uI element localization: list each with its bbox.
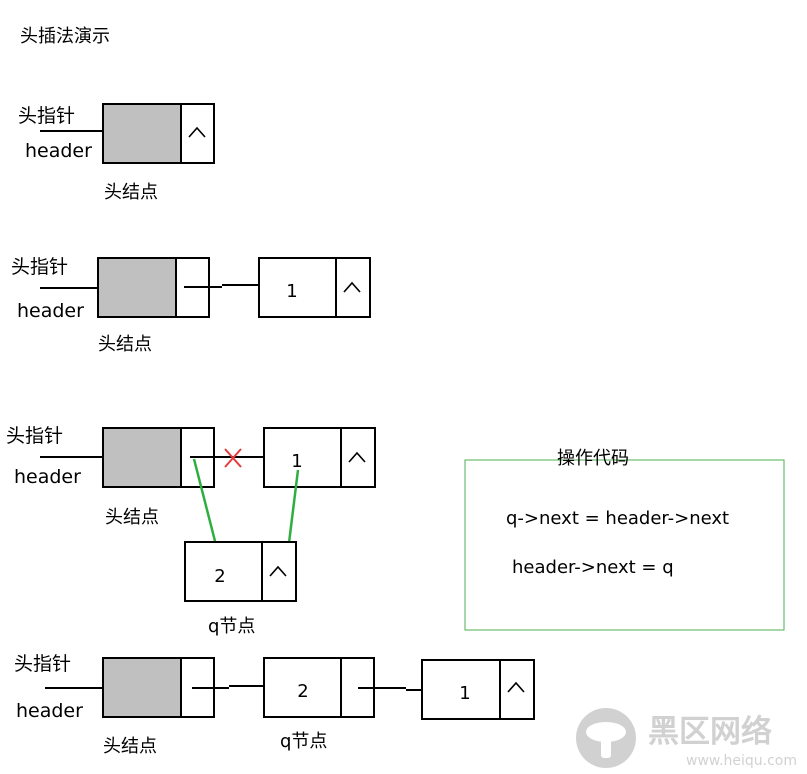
- node-1-value: 1: [459, 683, 470, 704]
- q-node-label: q节点: [280, 731, 327, 752]
- watermark: 黑区网络 www.heiqu.com: [576, 708, 797, 769]
- diagram-title: 头插法演示: [20, 26, 110, 47]
- q-node-value: 2: [214, 566, 225, 587]
- header-label: header: [16, 700, 83, 722]
- watermark-brand: 黑区网络: [648, 714, 772, 750]
- code-box-frame: [464, 459, 785, 631]
- header-label: header: [17, 300, 84, 322]
- node-1-data: [263, 427, 342, 488]
- head-node-label: 头结点: [105, 507, 159, 528]
- null-icon: [507, 681, 525, 693]
- head-node-data: [102, 657, 182, 718]
- head-node-data: [102, 103, 182, 164]
- head-node-data: [102, 427, 182, 488]
- code-line-2: header->next = q: [512, 557, 674, 578]
- mushroom-logo-icon: [576, 708, 636, 768]
- head-pointer-label: 头指针: [11, 256, 68, 278]
- node-1-next: [499, 659, 535, 720]
- node-1-value: 1: [291, 451, 302, 472]
- node-1-value: 1: [286, 281, 297, 302]
- watermark-url: www.heiqu.com: [686, 753, 797, 769]
- node-1-next: [335, 257, 371, 318]
- q-node-next: [261, 541, 297, 602]
- head-node-label: 头结点: [98, 334, 152, 355]
- header-label: header: [25, 140, 92, 162]
- head-node-data: [97, 257, 177, 318]
- step-1-empty-list: 头指针 header 头结点: [18, 103, 215, 203]
- head-node-label: 头结点: [103, 736, 157, 757]
- null-icon: [269, 565, 287, 577]
- broken-link-x-icon: [224, 448, 242, 468]
- q-node-value: 2: [297, 681, 308, 702]
- head-pointer-label: 头指针: [14, 653, 71, 675]
- q-node-data: [184, 541, 263, 602]
- step-3-insert-node-2: 头指针 header 1 头结点 2 q节点: [6, 425, 376, 637]
- null-icon: [343, 281, 361, 293]
- code-box-title: 操作代码: [557, 448, 629, 469]
- step-2-insert-node-1: 头指针 header 1 头结点: [11, 256, 371, 355]
- q-node-label: q节点: [208, 616, 255, 637]
- step-4-final-list: 头指针 header 2 1 头结点 q节点: [14, 653, 535, 757]
- header-label: header: [14, 466, 81, 488]
- head-node-next: [180, 103, 215, 164]
- head-node-label: 头结点: [104, 182, 158, 203]
- code-box: 操作代码 q->next = header->next header->next…: [464, 448, 785, 631]
- node-1-data: [421, 659, 501, 720]
- node-1-next: [340, 427, 376, 488]
- head-pointer-label: 头指针: [6, 425, 63, 447]
- null-icon: [348, 451, 366, 463]
- new-link-header-to-q: [192, 458, 218, 546]
- code-line-1: q->next = header->next: [506, 508, 729, 529]
- head-pointer-label: 头指针: [18, 105, 75, 127]
- q-node-data: [263, 657, 342, 718]
- null-icon: [188, 126, 206, 138]
